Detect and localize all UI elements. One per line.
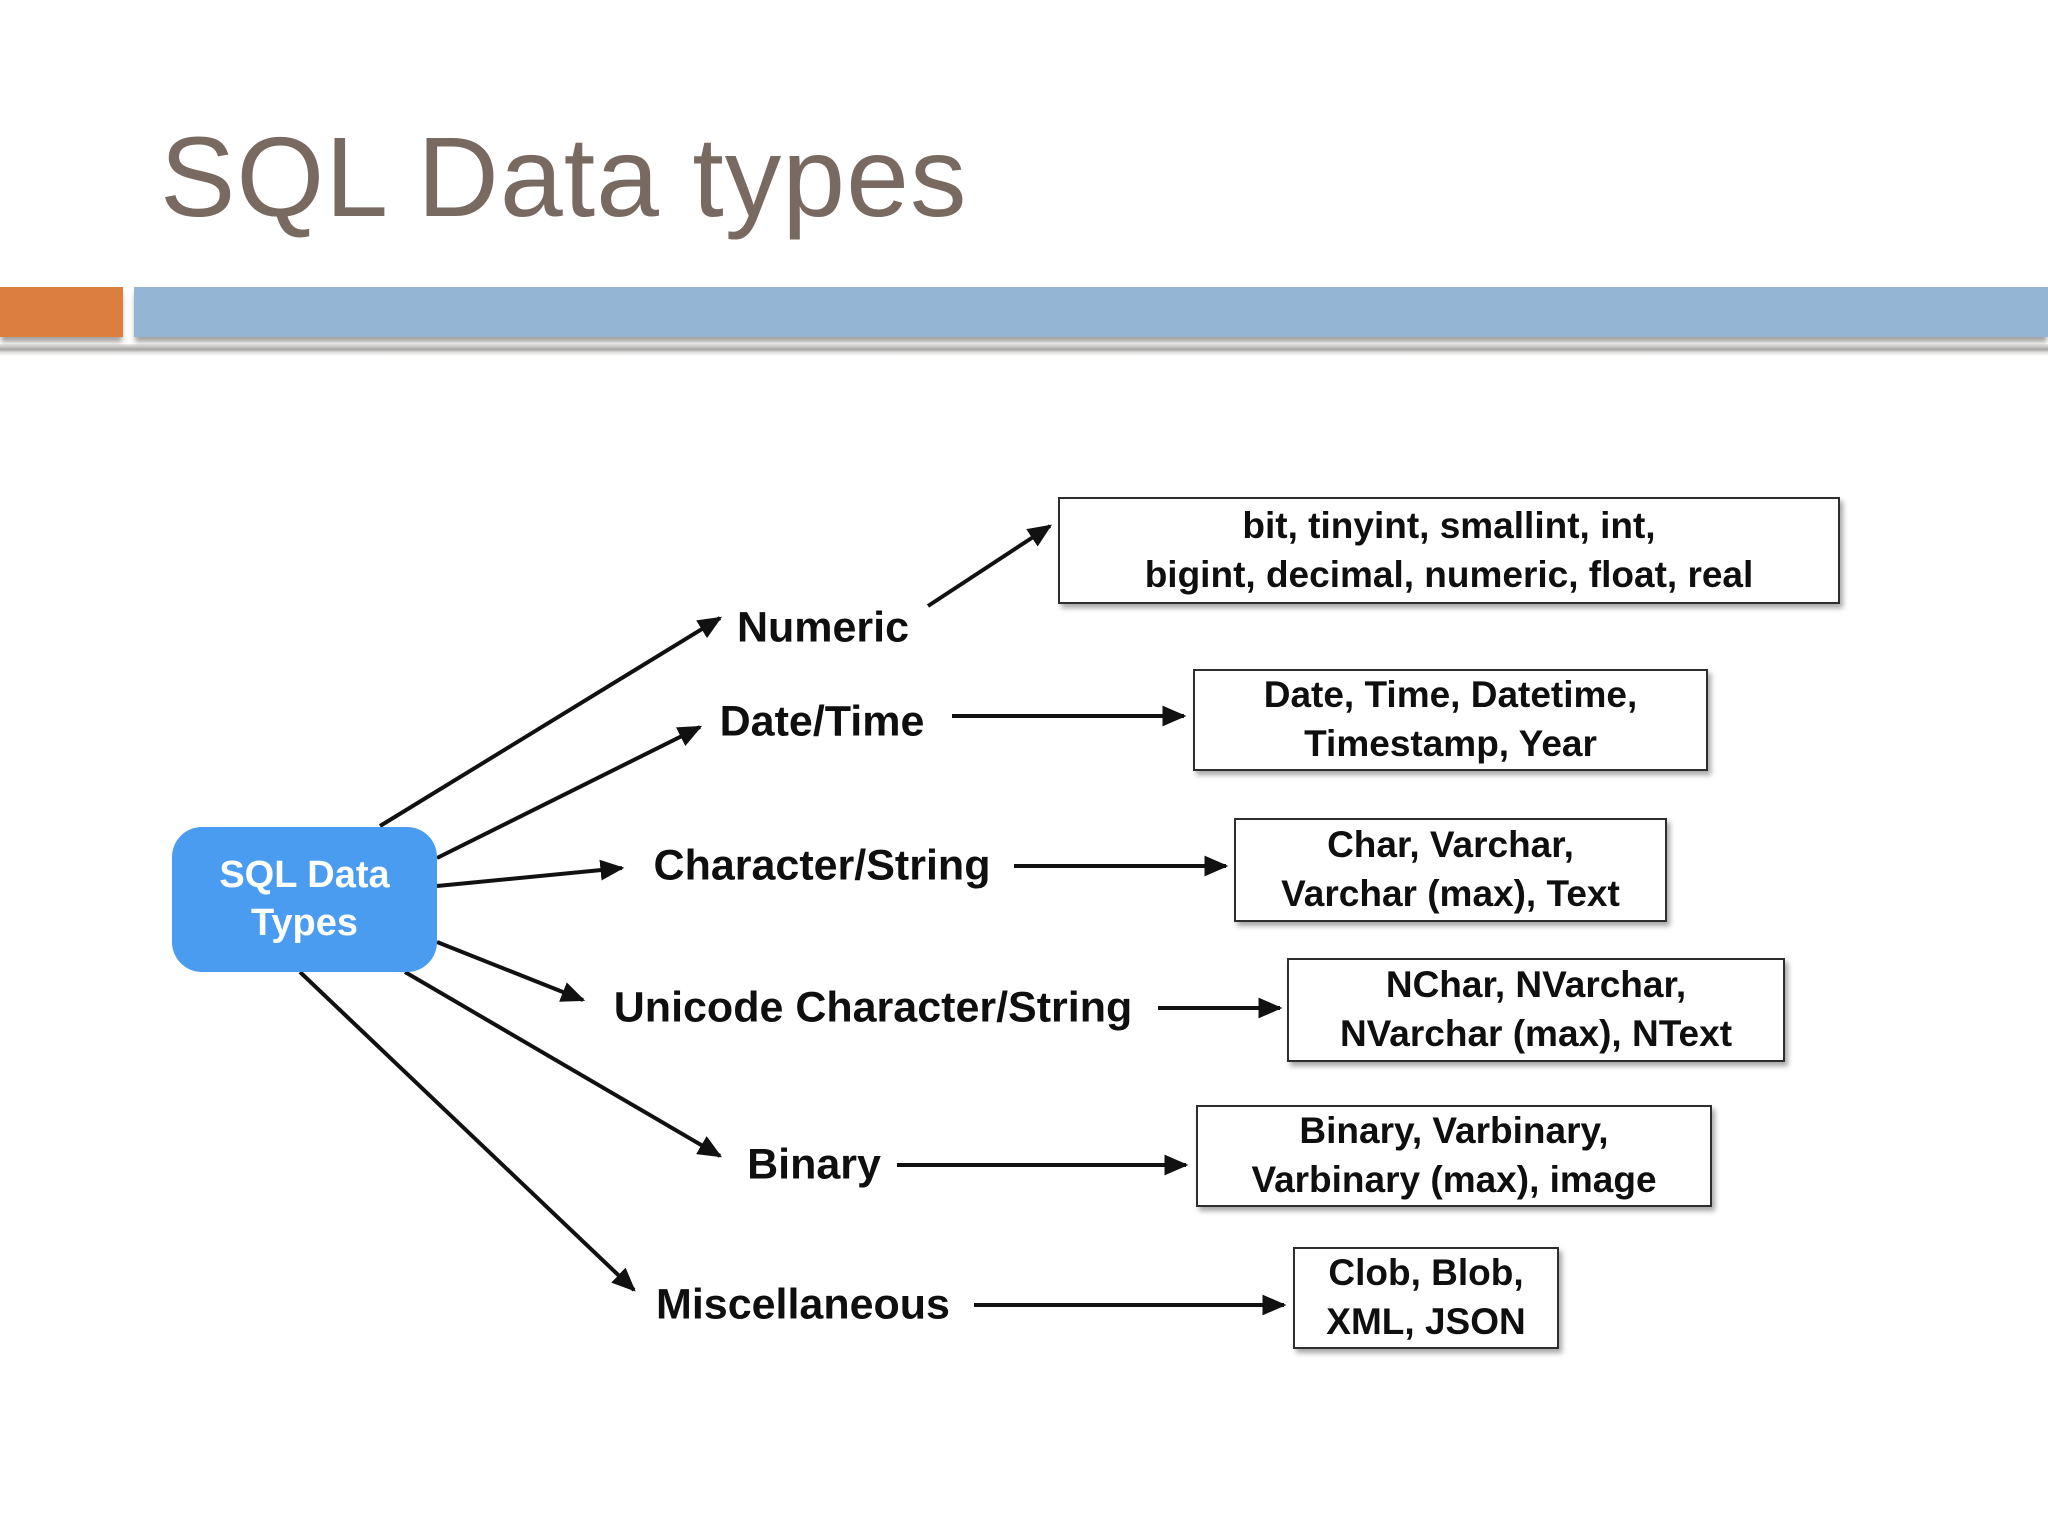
type-box-binary-line2: Varbinary (max), image xyxy=(1251,1159,1657,1200)
accent-bar xyxy=(0,287,2048,337)
type-box-character-line1: Char, Varchar, xyxy=(1327,824,1574,866)
root-node-line1: SQL Data xyxy=(219,854,390,896)
type-box-datetime: Date, Time, Datetime, Timestamp, Year xyxy=(1193,669,1708,771)
type-box-datetime-line2: Timestamp, Year xyxy=(1304,723,1597,764)
arrow-root-to-numeric xyxy=(378,616,723,828)
accent-bar-shadow-line xyxy=(0,344,2048,356)
arrow-root-to-datetime xyxy=(436,725,703,860)
root-node-sql-data-types: SQL Data Types xyxy=(172,827,437,972)
branch-label-misc: Miscellaneous xyxy=(656,1280,950,1329)
root-node-line2: Types xyxy=(250,901,358,944)
branch-label-datetime: Date/Time xyxy=(719,697,925,746)
slide-title: SQL Data types xyxy=(160,114,968,240)
type-box-unicode-line2: NVarchar (max), NText xyxy=(1339,1013,1733,1054)
branch-label-numeric: Numeric xyxy=(736,603,910,652)
type-box-numeric-line2: bigint, decimal, numeric, float, real xyxy=(1144,553,1754,595)
type-box-character-line2: Varchar (max), Text xyxy=(1281,873,1620,914)
type-box-unicode-line1: NChar, NVarchar, xyxy=(1385,964,1687,1006)
type-box-numeric: bit, tinyint, smallint, int, bigint, dec… xyxy=(1058,497,1840,604)
type-box-binary-line1: Binary, Varbinary, xyxy=(1299,1110,1609,1152)
type-box-misc: Clob, Blob, XML, JSON xyxy=(1293,1247,1559,1349)
type-box-character: Char, Varchar, Varchar (max), Text xyxy=(1234,818,1667,922)
arrow-root-to-unicode xyxy=(436,940,586,1002)
type-box-misc-line1: Clob, Blob, xyxy=(1328,1252,1524,1294)
type-box-numeric-line1: bit, tinyint, smallint, int, xyxy=(1242,504,1656,546)
arrow-numeric-to-types xyxy=(926,524,1053,608)
branch-label-character: Character/String xyxy=(653,841,991,890)
accent-orange-square xyxy=(0,287,123,337)
type-box-datetime-line1: Date, Time, Datetime, xyxy=(1263,674,1638,716)
accent-blue-bar xyxy=(134,287,2048,337)
type-box-misc-line2: XML, JSON xyxy=(1326,1301,1526,1342)
arrow-root-to-character xyxy=(436,859,625,888)
branch-label-binary: Binary xyxy=(747,1140,881,1189)
branch-label-unicode: Unicode Character/String xyxy=(613,983,1133,1032)
type-box-binary: Binary, Varbinary, Varbinary (max), imag… xyxy=(1196,1105,1712,1207)
arrow-root-to-binary xyxy=(403,970,723,1158)
type-box-unicode: NChar, NVarchar, NVarchar (max), NText xyxy=(1287,958,1785,1062)
arrow-root-to-misc xyxy=(298,970,636,1292)
